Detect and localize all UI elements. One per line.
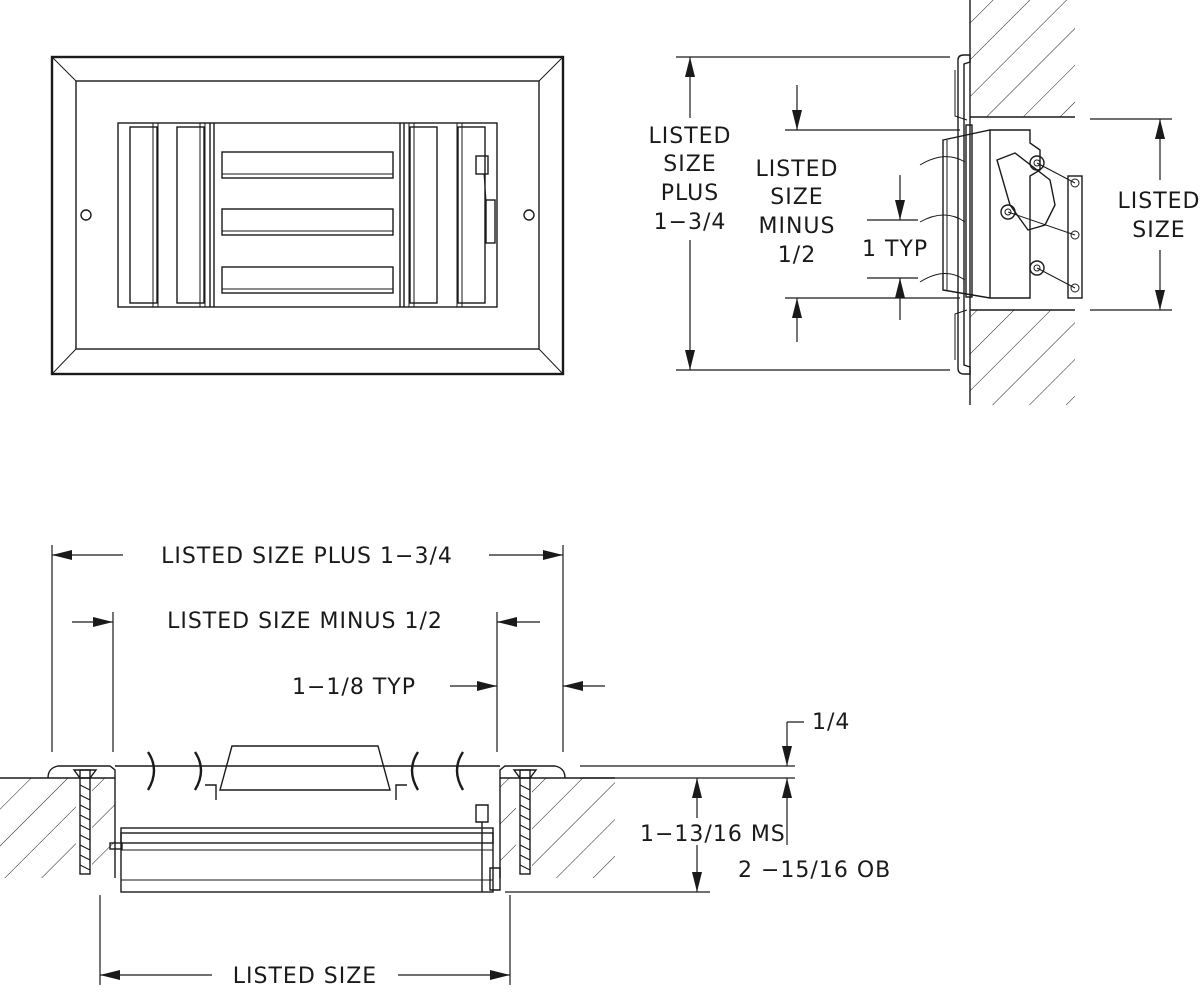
front-inner-frame — [75, 80, 540, 350]
plan-plus-label: LISTED SIZE PLUS 1−3/4 — [161, 544, 453, 569]
side-size-label-2: SIZE — [1132, 218, 1185, 243]
front-screw-hole-left — [80, 209, 92, 221]
ceiling-left-hatch — [0, 778, 115, 878]
damper-body — [120, 827, 494, 893]
side-plus-label-4: 1−3/4 — [654, 210, 727, 235]
vertical-blade — [457, 126, 486, 304]
side-size-label-1: LISTED — [1118, 189, 1200, 214]
side-minus-label-1: LISTED — [756, 157, 839, 182]
plan-minus-label: LISTED SIZE MINUS 1/2 — [167, 609, 443, 634]
plan-size-label: LISTED SIZE — [233, 964, 377, 989]
plan-quarter-label: 1/4 — [812, 710, 850, 735]
front-screw-hole-right — [523, 209, 535, 221]
side-plus-label-1: LISTED — [649, 124, 732, 149]
horizontal-blade — [221, 208, 394, 236]
front-outer-frame — [50, 55, 565, 376]
plan-typ-label: 1−1/8 TYP — [292, 675, 416, 700]
side-minus-label-4: 1/2 — [778, 243, 816, 268]
wall-upper-hatch — [970, 0, 1075, 117]
side-typ-label: 1 TYP — [862, 237, 928, 262]
side-minus-label-3: MINUS — [759, 214, 836, 239]
vertical-blade — [176, 126, 205, 304]
damper-lever — [475, 155, 489, 175]
vertical-blade — [409, 126, 438, 304]
front-view — [50, 55, 565, 376]
front-opening — [117, 122, 498, 308]
center-blade — [219, 745, 391, 791]
plan-section: LISTED SIZE PLUS 1−3/4 LISTED SIZE MINUS… — [0, 544, 891, 989]
side-plus-label-2: SIZE — [663, 152, 716, 177]
damper-linkage — [996, 152, 1056, 231]
horizontal-blade — [221, 151, 394, 179]
side-minus-label-2: SIZE — [770, 185, 823, 210]
vertical-blade — [129, 126, 158, 304]
horizontal-blade — [221, 266, 394, 294]
plan-ob-label: 2 −15/16 OB — [738, 858, 891, 883]
plan-ms-label: 1−13/16 MS — [640, 822, 786, 847]
side-plus-label-3: PLUS — [661, 181, 720, 206]
side-section: LISTED SIZE PLUS 1−3/4 LISTED SIZE MINUS… — [649, 0, 1200, 405]
wall-lower-hatch — [970, 310, 1075, 405]
